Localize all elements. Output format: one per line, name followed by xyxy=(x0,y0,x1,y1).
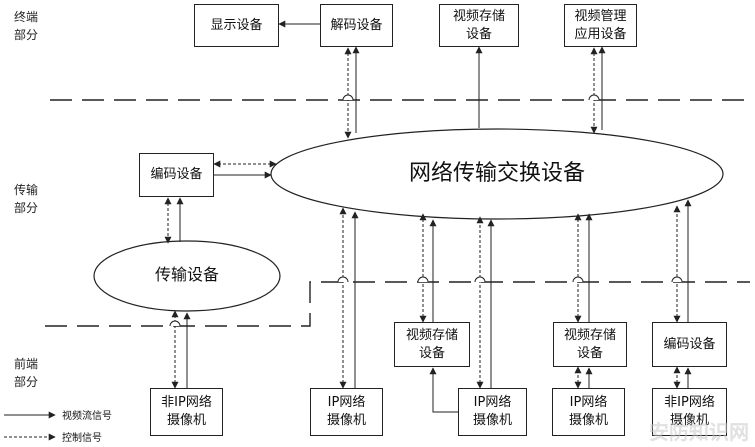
node-mgmt: 视频管理 应用设备 xyxy=(564,4,637,47)
node-storage-top: 视频存储 设备 xyxy=(439,4,519,47)
crossing-hop xyxy=(588,94,600,101)
node-display: 显示设备 xyxy=(194,4,279,47)
crossing-hop xyxy=(169,320,181,327)
zone-label-frontend: 前端 部分 xyxy=(14,357,39,389)
node-storage-mid2: 视频存储 设备 xyxy=(553,322,627,367)
node-encoder-right: 编码设备 xyxy=(652,322,727,367)
crossing-hop xyxy=(572,276,584,283)
zone-label-transmission: 传输 部分 xyxy=(14,183,39,215)
crossing-hop xyxy=(417,276,429,283)
crossing-hop xyxy=(671,276,683,283)
crossing-hop xyxy=(342,94,354,101)
node-storage-mid1: 视频存储 设备 xyxy=(394,322,470,367)
node-cam-nonip-1: 非IP网络 摄像机 xyxy=(150,388,223,436)
node-encoder-left: 编码设备 xyxy=(139,153,214,197)
crossing-hop xyxy=(337,276,349,283)
transmission-ellipse xyxy=(93,240,281,312)
link-ipcam2-storage1 xyxy=(429,367,458,413)
node-decoder: 解码设备 xyxy=(320,4,393,47)
zone-label-terminal: 终端 部分 xyxy=(14,10,39,42)
legend-video-label: 视频流信号 xyxy=(62,411,112,422)
node-cam-ip-1: IP网络 摄像机 xyxy=(310,388,383,436)
node-cam-ip-2: IP网络 摄像机 xyxy=(458,388,527,436)
node-cam-nonip-2: 非IP网络 摄像机 xyxy=(652,388,727,436)
crossing-hop xyxy=(474,276,486,283)
watermark: 安防知识网 xyxy=(649,420,749,444)
network-switch-label: 网络传输交换设备 xyxy=(408,161,585,186)
node-cam-ip-3: IP网络 摄像机 xyxy=(552,388,625,436)
transmission-label: 传输设备 xyxy=(154,265,219,284)
legend-control-label: 控制信号 xyxy=(62,433,102,444)
